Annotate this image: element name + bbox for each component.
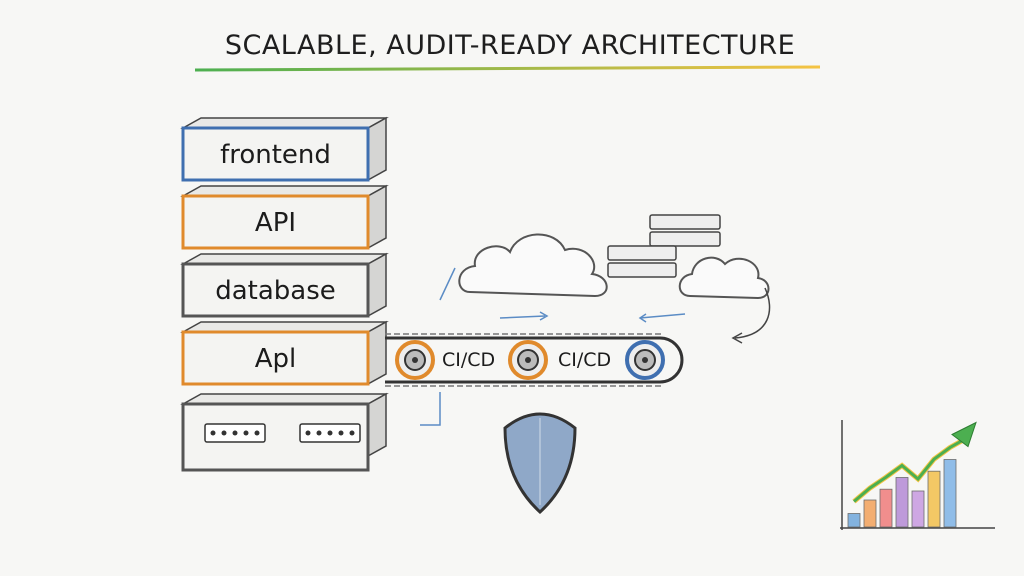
growth-bar [863,499,877,528]
growth-bar [927,470,941,528]
cloud-icon [458,233,608,298]
growth-bar [847,513,861,528]
title-underline [194,65,821,72]
stack-layer-label: Apl [254,344,297,374]
stack-layer-4 [180,320,389,386]
stack-layer-5 [180,392,389,472]
growth-arrow [853,437,967,503]
stack-layer-label: database [215,276,336,306]
server-rack-icon [607,214,721,278]
conveyor-roller [625,340,665,380]
stack-layer-2 [180,184,389,250]
layer-stack [180,116,389,472]
diagram-title: SCALABLE, AUDIT-READY ARCHITECTURE [224,30,796,61]
growth-bar [943,459,957,528]
growth-bar [879,488,893,528]
conveyor-roller [395,340,435,380]
ci-cd-stage-label: CI/CD [440,349,498,371]
stack-layer-1 [180,116,389,182]
cloud-icon [678,256,770,300]
stack-layer-3 [180,252,389,318]
stack-layer-label: API [254,208,297,238]
flow-arrows [420,267,771,426]
ci-cd-stage-label: CI/CD [556,349,614,371]
conveyor-roller [508,340,548,380]
stack-layer-label: frontend [220,140,331,170]
shield-icon [503,412,577,515]
arrowhead-icon [951,421,977,448]
growth-bar [911,490,925,528]
ci-cd-conveyor [385,333,684,387]
growth-bar [895,477,909,528]
growth-chart-icon [840,420,995,530]
